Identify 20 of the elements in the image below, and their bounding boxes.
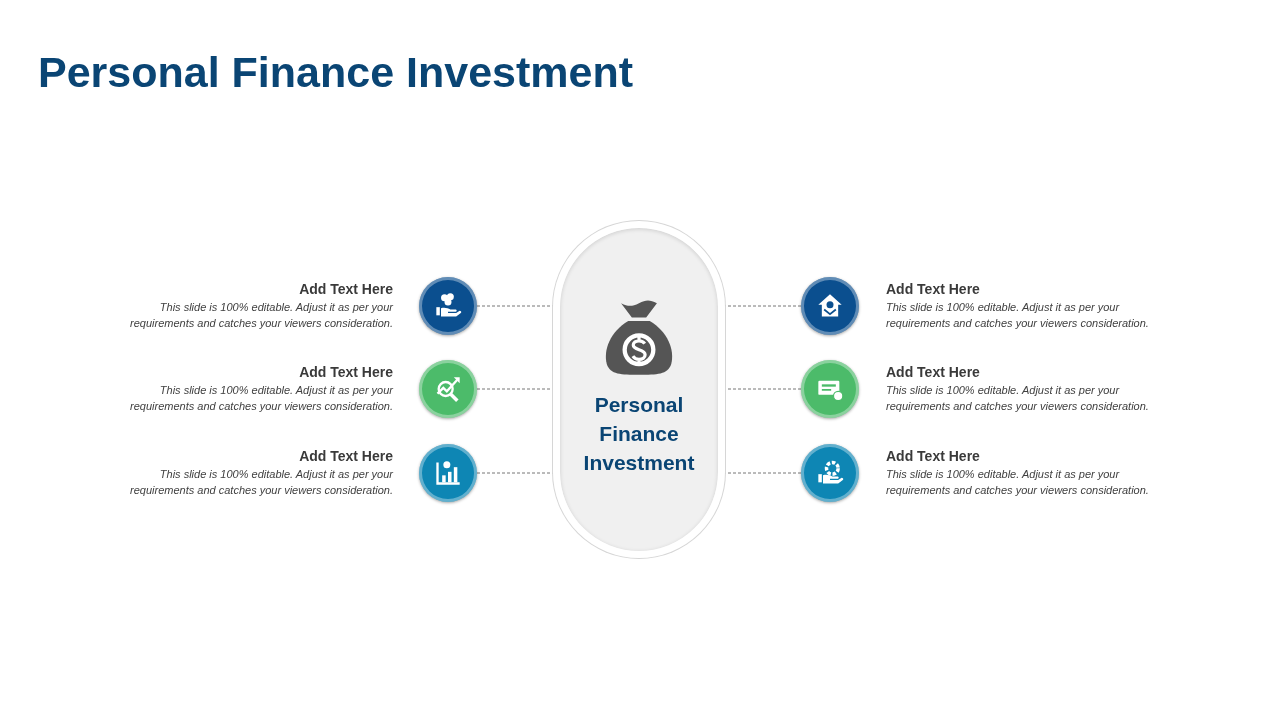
icon-circle [419,360,477,418]
description-text: This slide is 100% editable. Adjust it as per your requirements and catches your viewers consideration. [886,300,1150,331]
heading: Add Text Here [886,281,981,297]
heading: Add Text Here [298,448,393,464]
description-text: This slide is 100% editable. Adjust it as per your requirements and catches your viewers consideration. [129,383,393,414]
slide-title: Personal Finance Investment [38,48,634,97]
heading: Add Text Here [298,364,393,380]
description-text: This slide is 100% editable. Adjust it as per your requirements and catches your viewers consideration. [886,383,1150,414]
heading: Add Text Here [298,281,393,297]
description-text: This slide is 100% editable. Adjust it as per your requirements and catches your viewers consideration. [129,300,393,331]
description-text: This slide is 100% editable. Adjust it as per your requirements and catches your viewers consideration. [129,467,393,498]
description-text: This slide is 100% editable. Adjust it as per your requirements and catches your viewers consideration. [886,467,1150,498]
icon-circle [801,360,859,418]
icon-circle [419,277,477,335]
heading: Add Text Here [886,448,981,464]
icon-circle [801,277,859,335]
node-title: Personal Finance Investment [582,392,696,476]
icon-circle [801,444,859,502]
icon-circle [419,444,477,502]
heading: Add Text Here [886,364,981,380]
